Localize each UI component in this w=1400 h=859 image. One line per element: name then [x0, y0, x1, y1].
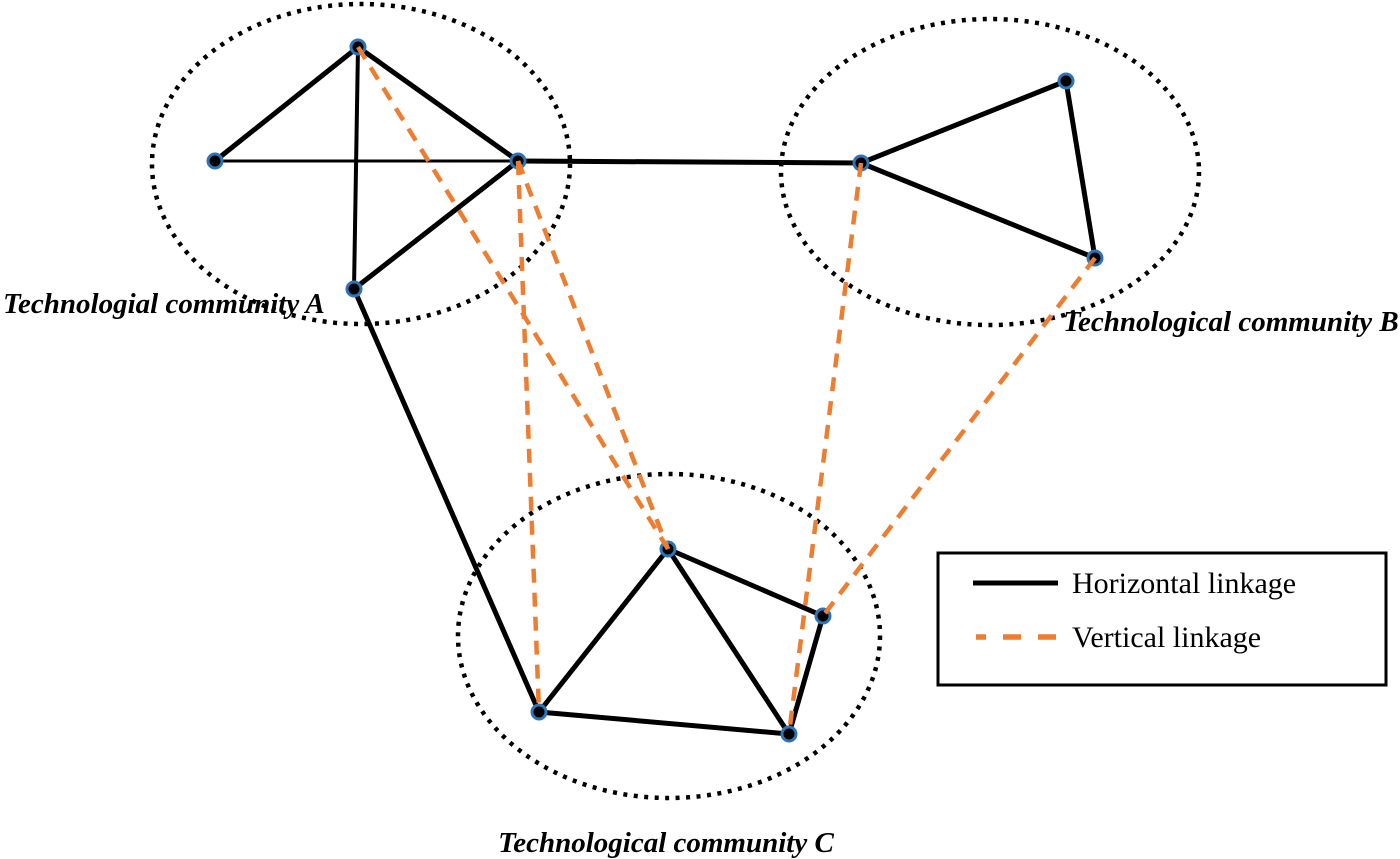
- vertical-edge-B1-C4: [786, 162, 864, 735]
- horizontal-edge-C1-C3: [536, 546, 671, 715]
- community-labels-group: Technologial community A Technological c…: [3, 288, 1399, 859]
- legend-horizontal-linkage-label: Horizontal linkage: [1072, 567, 1296, 600]
- community-ellipse-A: [149, 1, 573, 327]
- horizontal-edge-C3-C4: [536, 709, 792, 737]
- horizontal-edge-B1-B3: [858, 160, 1098, 261]
- horizontal-edges-group: [212, 44, 1098, 737]
- horizontal-edge-A4-C3: [351, 286, 542, 715]
- vertical-edge-B3-C2: [821, 256, 1097, 618]
- horizontal-edge-C1-C4: [665, 546, 792, 737]
- graph-node-C4: [780, 725, 798, 743]
- horizontal-edge-B1-B2: [858, 78, 1069, 166]
- community-a-label: Technologial community A: [3, 288, 325, 320]
- horizontal-edge-C2-C4: [786, 613, 826, 737]
- horizontal-edge-A3-A4: [351, 158, 521, 292]
- horizontal-edge-C1-C2: [665, 546, 826, 619]
- horizontal-edge-A2-A3: [355, 44, 521, 164]
- community-ellipse-B: [778, 16, 1202, 328]
- horizontal-edge-A1-A2: [212, 44, 361, 164]
- graph-node-C3: [530, 703, 548, 721]
- vertical-edge-A3-C1: [515, 160, 671, 550]
- community-ellipse-C: [455, 471, 883, 801]
- horizontal-edge-A3-B1: [515, 158, 864, 166]
- legend: Horizontal linkage Vertical linkage: [936, 551, 1388, 687]
- community-c-label: Technological community C: [498, 827, 834, 859]
- vertical-edges-group: [356, 45, 1097, 735]
- graph-node-B2: [1057, 72, 1075, 90]
- community-b-label: Technological community B: [1063, 306, 1399, 338]
- community-ellipses-group: [149, 1, 1202, 801]
- horizontal-edge-A2-A4: [352, 45, 360, 291]
- horizontal-edge-B2-B3: [1063, 78, 1098, 261]
- legend-box: [936, 551, 1388, 687]
- vertical-edge-A3-C3: [515, 160, 542, 713]
- graph-node-A4: [345, 280, 363, 298]
- graph-node-A1: [206, 152, 224, 170]
- vertical-edge-A2-C1: [356, 45, 670, 551]
- legend-vertical-linkage-label: Vertical linkage: [1072, 621, 1261, 654]
